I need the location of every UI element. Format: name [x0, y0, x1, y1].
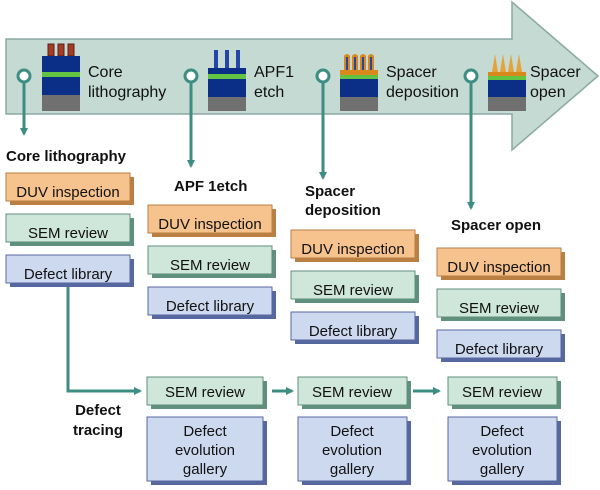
- gallery-label-line3: gallery: [480, 461, 525, 478]
- gallery-label-line2: evolution: [322, 442, 382, 459]
- sem-review-label: SEM review: [459, 300, 539, 317]
- gallery-label-line2: evolution: [175, 442, 235, 459]
- dot-spacer-deposition: [315, 68, 331, 84]
- defect-tracing-label-line2: tracing: [73, 422, 123, 439]
- gallery-label-line1: Defect: [183, 423, 227, 440]
- tracing-stage-2: SEM review Defect evolution gallery: [297, 376, 411, 485]
- sem-review-box: SEM review: [447, 376, 561, 409]
- process-step-spacer-open: Spacer open: [488, 54, 581, 111]
- defect-evolution-gallery-box: Defect evolution gallery: [447, 416, 561, 485]
- sem-review-box: SEM review: [147, 245, 276, 278]
- gallery-label-line3: gallery: [330, 461, 375, 478]
- sem-review-box: SEM review: [436, 288, 565, 321]
- column-heading-spacer-open: Spacer open: [451, 217, 541, 234]
- process-arrow: [5, 0, 600, 152]
- step-connectors: [20, 82, 475, 210]
- column-core-lithography: DUV inspection SEM review Defect library: [5, 172, 134, 287]
- step-label-line1: Core: [88, 64, 123, 81]
- step-label-line2: lithography: [88, 84, 166, 101]
- gallery-label-line2: evolution: [472, 442, 532, 459]
- duv-inspection-label: DUV inspection: [301, 241, 404, 258]
- column-spacer-open: DUV inspection SEM review Defect library: [436, 247, 565, 362]
- step-label-line1: APF1: [254, 64, 294, 81]
- dot-core-lithography: [16, 68, 32, 84]
- dot-apf-etch: [183, 68, 199, 84]
- process-step-apf-etch: APF1 etch: [208, 50, 294, 111]
- defect-library-box: Defect library: [436, 329, 565, 362]
- tracing-stage-3: SEM review Defect evolution gallery: [447, 376, 561, 485]
- column-heading-spacer-deposition-line2: deposition: [305, 202, 381, 219]
- column-heading-core-lithography: Core lithography: [6, 148, 127, 165]
- defect-library-label: Defect library: [455, 341, 544, 358]
- sem-review-label: SEM review: [313, 282, 393, 299]
- defect-evolution-gallery-box: Defect evolution gallery: [297, 416, 411, 485]
- gallery-label-line1: Defect: [330, 423, 374, 440]
- duv-inspection-label: DUV inspection: [158, 216, 261, 233]
- duv-inspection-label: DUV inspection: [447, 259, 550, 276]
- apf-etch-icon: [208, 50, 246, 111]
- sem-review-box: SEM review: [290, 270, 419, 303]
- duv-inspection-box: DUV inspection: [5, 172, 134, 205]
- step-label-line2: open: [530, 84, 566, 101]
- dot-spacer-open: [463, 68, 479, 84]
- connector-library-to-tracing: [66, 287, 142, 395]
- sem-review-label: SEM review: [170, 257, 250, 274]
- defect-evolution-gallery-box: Defect evolution gallery: [146, 416, 267, 485]
- defect-library-label: Defect library: [166, 298, 255, 315]
- defect-tracing-label-line1: Defect: [75, 402, 121, 419]
- column-apf-etch: DUV inspection SEM review Defect library: [147, 204, 276, 319]
- step-label-line1: Spacer: [530, 64, 581, 81]
- sem-review-label: SEM review: [165, 384, 245, 401]
- process-step-core-lithography: Core lithography: [42, 43, 166, 111]
- defect-library-box: Defect library: [5, 254, 134, 287]
- step-label-line2: deposition: [386, 84, 459, 101]
- spacer-open-icon: [488, 54, 526, 111]
- defect-library-label: Defect library: [24, 266, 113, 283]
- sem-review-label: SEM review: [28, 225, 108, 242]
- sem-review-label: SEM review: [312, 384, 392, 401]
- defect-library-box: Defect library: [290, 311, 419, 344]
- core-lithography-icon: [42, 43, 80, 111]
- gallery-label-line3: gallery: [183, 461, 228, 478]
- sem-review-box: SEM review: [297, 376, 411, 409]
- sem-review-box: SEM review: [146, 376, 267, 409]
- defect-library-label: Defect library: [309, 323, 398, 340]
- process-step-spacer-deposition: Spacer deposition: [340, 54, 459, 111]
- column-heading-spacer-deposition-line1: Spacer: [305, 183, 355, 200]
- duv-inspection-box: DUV inspection: [147, 204, 276, 237]
- duv-inspection-label: DUV inspection: [16, 184, 119, 201]
- step-label-line2: etch: [254, 84, 284, 101]
- gallery-label-line1: Defect: [480, 423, 524, 440]
- step-label-line1: Spacer: [386, 64, 437, 81]
- column-heading-apf-etch: APF 1etch: [174, 178, 247, 195]
- defect-library-box: Defect library: [147, 286, 276, 319]
- sem-review-label: SEM review: [462, 384, 542, 401]
- tracing-stage-1: SEM review Defect evolution gallery: [146, 376, 267, 485]
- tracing-connectors: [66, 287, 441, 395]
- duv-inspection-box: DUV inspection: [290, 229, 419, 262]
- step-dots: [16, 68, 479, 84]
- duv-inspection-box: DUV inspection: [436, 247, 565, 280]
- column-spacer-deposition: DUV inspection SEM review Defect library: [290, 229, 419, 344]
- spacer-deposition-icon: [340, 54, 378, 111]
- sem-review-box: SEM review: [5, 213, 134, 246]
